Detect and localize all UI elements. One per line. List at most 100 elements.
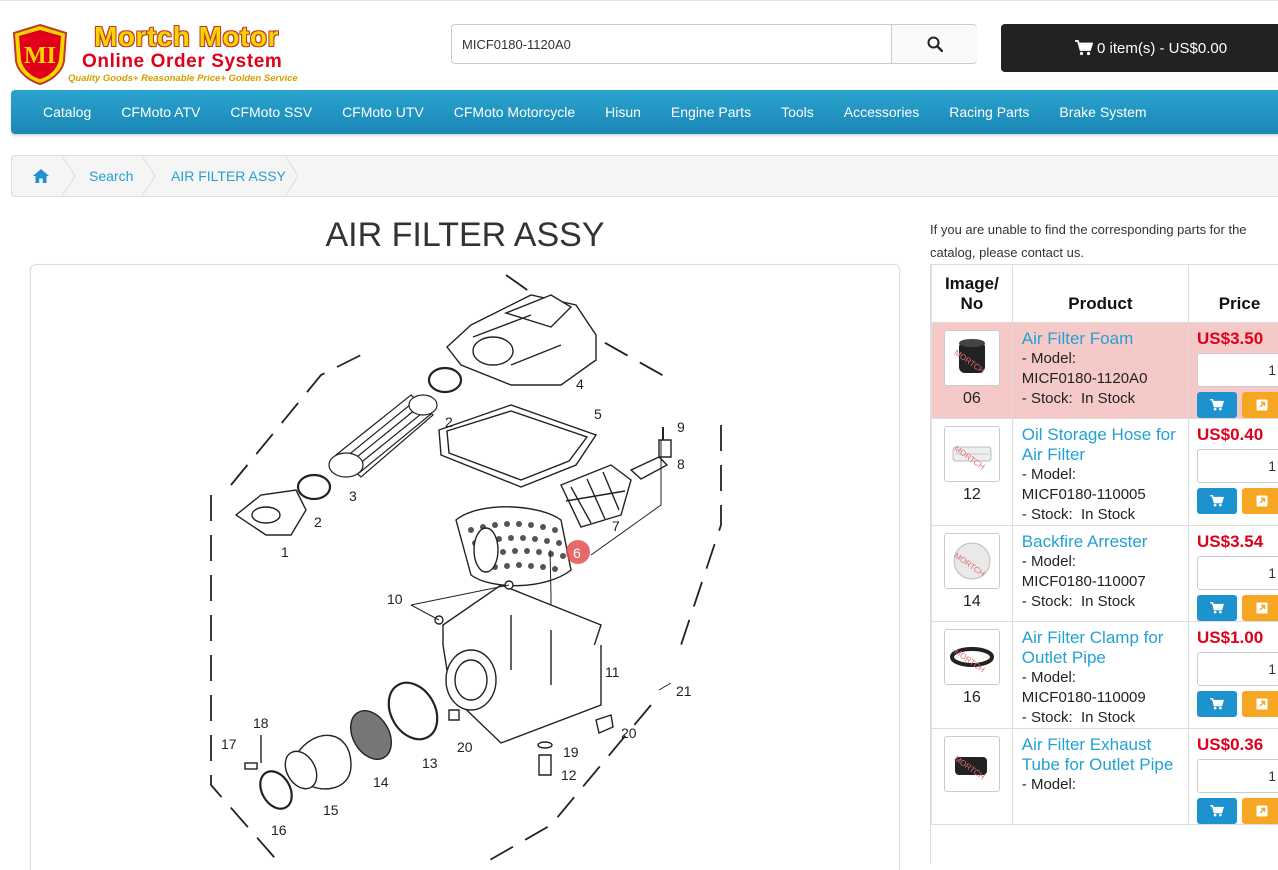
contact-note-line-2: catalog, please contact us. (930, 245, 1084, 260)
view-detail-button[interactable] (1242, 798, 1278, 824)
diagram-number: 12 (962, 486, 981, 503)
table-row: MORTCH 12 Oil Storage Hose for Air Filter -… (931, 418, 1278, 526)
parts-diagram: 1 2 2 3 4 5 6 7 8 9 10 11 12 13 14 15 16… (30, 264, 900, 870)
callout-7: 7 (612, 518, 620, 534)
model-value: MICF0180-110009 (1021, 689, 1146, 706)
product-thumbnail[interactable]: MORTCH (943, 426, 1000, 482)
quantity-input[interactable] (1197, 556, 1278, 590)
callout-16: 16 (271, 822, 287, 838)
search-input[interactable] (452, 25, 891, 63)
view-detail-button[interactable] (1242, 691, 1278, 717)
callout-2: 2 (314, 514, 322, 530)
home-icon[interactable] (32, 168, 50, 184)
product-thumbnail[interactable]: MORTCH (943, 629, 1000, 685)
contact-note-line-1: If you are unable to find the correspond… (930, 222, 1247, 237)
main-nav: Catalog CFMoto ATV CFMoto SSV CFMoto UTV CFM… (11, 90, 1278, 134)
stock-line: - Stock: In Stock (1022, 592, 1180, 612)
callout-13: 13 (422, 755, 438, 771)
table-row: MORTCH 16 Air Filter Clamp for Outlet Pipe… (931, 621, 1278, 729)
nav-item-racing-parts[interactable]: Racing Parts (949, 104, 1030, 120)
breadcrumb: Search AIR FILTER ASSY (11, 155, 1278, 197)
callout-10: 10 (387, 591, 403, 607)
product-name-link[interactable]: Air Filter Exhaust Tube for Outlet Pipe (1021, 735, 1174, 774)
highlight-marker[interactable] (566, 540, 590, 564)
nav-item-cfmoto-motorcycle[interactable]: CFMoto Motorcycle (453, 104, 576, 120)
product-cell: Air Filter Foam- Model:MICF0180-1120A0- … (1011, 322, 1190, 419)
external-link-icon (1256, 602, 1268, 614)
nav-item-catalog[interactable]: Catalog (43, 104, 92, 120)
callout-14: 14 (373, 774, 389, 790)
callout-5: 5 (594, 406, 602, 422)
header-product: Product (1011, 264, 1190, 323)
stock-line: - Stock: In Stock (1022, 389, 1180, 409)
add-to-cart-button[interactable] (1197, 798, 1238, 824)
row-actions (1197, 798, 1278, 824)
cart-icon (1210, 698, 1225, 710)
callout-17: 17 (221, 736, 237, 752)
add-to-cart-button[interactable] (1197, 691, 1238, 717)
price: US$3.50 (1197, 329, 1264, 348)
callout-3: 3 (349, 488, 357, 504)
nav-item-cfmoto-utv[interactable]: CFMoto UTV (342, 104, 424, 120)
model-value: MICF0180-110007 (1021, 573, 1146, 590)
view-detail-button[interactable] (1242, 595, 1278, 621)
product-cell: Air Filter Clamp for Outlet Pipe- Model:… (1011, 621, 1190, 729)
search-button[interactable] (891, 25, 977, 63)
cart-button[interactable]: 0 item(s) - US$0.00 (1001, 24, 1278, 72)
price-cell: US$3.54 (1188, 525, 1278, 622)
site-logo[interactable]: MI Mortch Motor Online Order System Qual… (10, 19, 340, 89)
cart-summary: 0 item(s) - US$0.00 (1097, 39, 1228, 57)
nav-item-tools[interactable]: Tools (781, 104, 814, 120)
breadcrumb-search[interactable]: Search (89, 168, 134, 184)
callout-20: 20 (457, 739, 473, 755)
breadcrumb-separator (62, 156, 76, 196)
product-thumbnail[interactable]: MORTCH (943, 330, 1000, 386)
add-to-cart-button[interactable] (1197, 595, 1238, 621)
stock-value: In Stock (1080, 506, 1136, 523)
quantity-input[interactable] (1197, 759, 1278, 793)
stock-line (1022, 795, 1180, 815)
callout-12: 12 (561, 767, 577, 783)
quantity-input[interactable] (1197, 449, 1278, 483)
cart-icon (1210, 495, 1225, 507)
nav-item-hisun[interactable]: Hisun (605, 104, 641, 120)
nav-item-cfmoto-ssv[interactable]: CFMoto SSV (230, 104, 313, 120)
view-detail-button[interactable] (1242, 488, 1278, 514)
product-thumbnail[interactable]: MORTCH (943, 533, 1000, 589)
image-cell: MORTCH (931, 728, 1013, 825)
product-name-link[interactable]: Backfire Arrester (1021, 532, 1148, 551)
search-box (451, 24, 977, 64)
header: MI Mortch Motor Online Order System Qual… (0, 0, 1278, 90)
nav-item-accessories[interactable]: Accessories (843, 104, 920, 120)
product-name-link[interactable]: Air Filter Foam (1021, 329, 1134, 348)
nav-item-engine-parts[interactable]: Engine Parts (670, 104, 752, 120)
table-row: MORTCH Air Filter Exhaust Tube for Outlet… (931, 728, 1278, 825)
callout-9: 9 (677, 419, 685, 435)
price: US$3.54 (1197, 532, 1264, 551)
diagram-number: 16 (962, 689, 981, 706)
stock-label: - Stock: (1021, 506, 1073, 523)
quantity-input[interactable] (1197, 652, 1278, 686)
product-name-link[interactable]: Air Filter Clamp for Outlet Pipe (1021, 628, 1164, 667)
row-actions (1197, 392, 1278, 418)
product-thumbnail[interactable]: MORTCH (943, 736, 1000, 792)
product-name-link[interactable]: Oil Storage Hose for Air Filter (1021, 425, 1176, 464)
add-to-cart-button[interactable] (1197, 488, 1238, 514)
nav-item-brake-system[interactable]: Brake System (1059, 104, 1147, 120)
row-actions (1197, 488, 1278, 514)
table-header-row: Image/No Product Price (931, 264, 1278, 323)
add-to-cart-button[interactable] (1197, 392, 1238, 418)
nav-item-cfmoto-atv[interactable]: CFMoto ATV (121, 104, 201, 120)
callout-18: 18 (253, 715, 269, 731)
callout-4: 4 (576, 376, 584, 392)
callout-6: 6 (573, 545, 581, 561)
callout-1: 1 (281, 544, 289, 560)
breadcrumb-current[interactable]: AIR FILTER ASSY (171, 168, 286, 184)
logo-title: Mortch Motor (94, 21, 279, 52)
quantity-input[interactable] (1197, 353, 1278, 387)
view-detail-button[interactable] (1242, 392, 1278, 418)
